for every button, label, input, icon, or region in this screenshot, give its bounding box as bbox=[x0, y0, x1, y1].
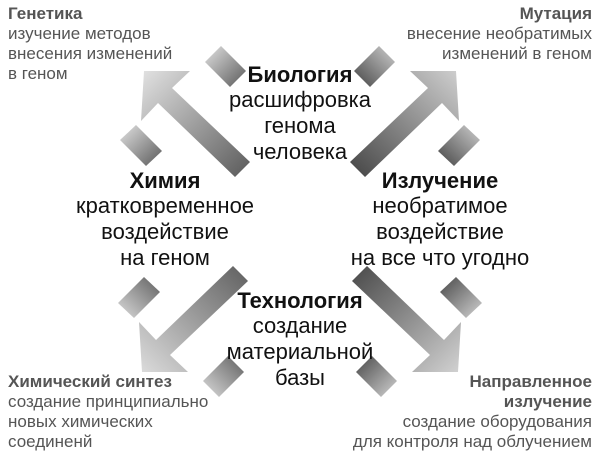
arrow-bottom-left bbox=[118, 266, 248, 397]
corner-directed-radiation-title: Направленное bbox=[469, 372, 592, 391]
corner-genetics-title: Генетика bbox=[8, 4, 83, 23]
node-radiation-title: Излучение bbox=[381, 168, 499, 193]
corner-directed-radiation: Направленное излучение создание оборудов… bbox=[353, 372, 592, 452]
node-radiation-line: на все что угодно bbox=[350, 245, 530, 270]
node-radiation: Излучение необратимое воздействие на все… bbox=[325, 168, 555, 271]
node-biology-line: расшифровка bbox=[228, 87, 371, 112]
node-technology-line: создание bbox=[252, 313, 348, 338]
arrow-top-right bbox=[350, 46, 480, 177]
node-chemistry: Химия кратковременное воздействие на ген… bbox=[55, 168, 275, 271]
node-technology: Технология создание материальной базы bbox=[210, 288, 390, 391]
corner-chemical-synthesis-title: Химический синтез bbox=[8, 372, 172, 391]
corner-genetics-line: изучение методов bbox=[8, 24, 151, 43]
corner-chemical-synthesis-line: соединенй bbox=[8, 432, 93, 451]
corner-directed-radiation-title: излучение bbox=[503, 392, 592, 411]
corner-mutation-title: Мутация bbox=[519, 4, 592, 23]
node-radiation-line: воздействие bbox=[376, 219, 504, 244]
corner-chemical-synthesis-line: новых химических bbox=[8, 412, 153, 431]
corner-genetics: Генетика изучение методов внесения измен… bbox=[8, 4, 172, 84]
node-chemistry-title: Химия bbox=[129, 168, 201, 193]
corner-mutation-line: изменений в геном bbox=[442, 44, 592, 63]
node-biology-line: человека bbox=[252, 139, 348, 164]
corner-directed-radiation-line: для контроля над облучением bbox=[352, 432, 592, 451]
node-technology-line: материальной bbox=[226, 339, 374, 364]
node-biology-line: генома bbox=[264, 113, 336, 138]
corner-directed-radiation-line: создание оборудования bbox=[402, 412, 592, 431]
arrow-top-left bbox=[120, 46, 250, 177]
corner-chemical-synthesis: Химический синтез создание принципиально… bbox=[8, 372, 208, 452]
node-biology: Биология расшифровка генома человека bbox=[210, 62, 390, 165]
node-chemistry-line: кратковременное bbox=[75, 193, 255, 218]
corner-mutation-line: внесение необратимых bbox=[406, 24, 592, 43]
node-chemistry-line: воздействие bbox=[101, 219, 229, 244]
node-chemistry-line: на геном bbox=[120, 245, 210, 270]
corner-genetics-line: внесения изменений bbox=[8, 44, 173, 63]
node-radiation-line: необратимое bbox=[372, 193, 508, 218]
arrow-bottom-right bbox=[352, 266, 482, 397]
node-technology-line: базы bbox=[275, 365, 325, 390]
node-technology-title: Технология bbox=[237, 288, 363, 313]
corner-chemical-synthesis-line: создание принципиально bbox=[8, 392, 209, 411]
node-biology-title: Биология bbox=[247, 62, 353, 87]
corner-genetics-line: в геном bbox=[8, 64, 68, 83]
corner-mutation: Мутация внесение необратимых изменений в… bbox=[407, 4, 592, 64]
